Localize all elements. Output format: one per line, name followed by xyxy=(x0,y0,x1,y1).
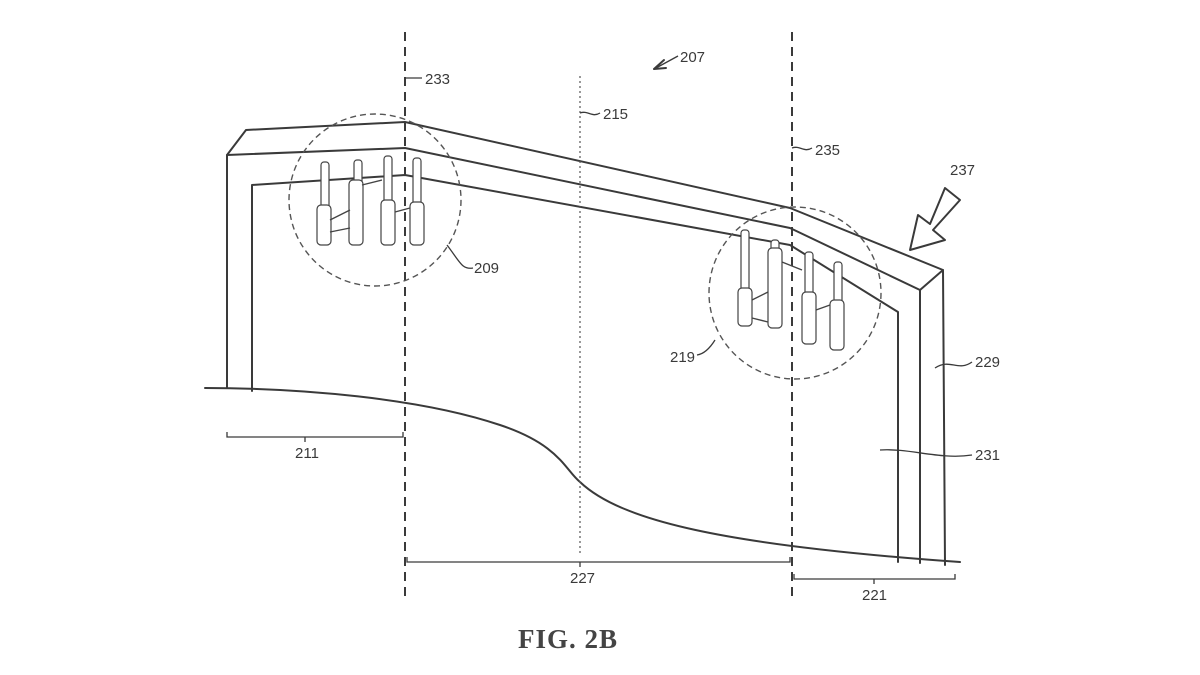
arrow-237 xyxy=(909,187,961,251)
ref-label-209: 209 xyxy=(474,260,499,277)
arrow-207-head xyxy=(653,59,667,70)
housing-middle-wall xyxy=(226,147,921,564)
ref-label-207: 207 xyxy=(680,49,705,66)
ref-label-231: 231 xyxy=(975,447,1000,464)
leader-229 xyxy=(934,361,973,369)
leader-219 xyxy=(696,339,716,356)
surface-curve xyxy=(204,387,961,563)
figure-caption: FIG. 2B xyxy=(518,624,618,654)
ref-label-221: 221 xyxy=(862,587,887,604)
ref-label-229: 229 xyxy=(975,354,1000,371)
ref-label-215: 215 xyxy=(603,106,628,123)
pin-group-209 xyxy=(316,155,425,246)
housing-inner-wall xyxy=(251,174,899,563)
leader-215 xyxy=(579,111,601,116)
ref-label-235: 235 xyxy=(815,142,840,159)
leader-235 xyxy=(791,146,813,151)
detail-circle-219 xyxy=(708,206,882,380)
detail-circle-209 xyxy=(288,113,462,287)
bracket-227 xyxy=(406,557,791,563)
pin-group-219 xyxy=(737,229,845,351)
ref-label-237: 237 xyxy=(950,162,975,179)
bracket-221 xyxy=(793,574,956,580)
leader-231 xyxy=(879,449,973,457)
ref-label-219: 219 xyxy=(670,349,695,366)
arrow-207 xyxy=(655,55,679,69)
ref-label-227: 227 xyxy=(570,570,595,587)
ref-label-211: 211 xyxy=(295,445,319,462)
housing-corner-edge xyxy=(919,269,944,291)
bracket-211 xyxy=(226,432,404,438)
ref-label-233: 233 xyxy=(425,71,450,88)
leader-209 xyxy=(446,244,474,269)
